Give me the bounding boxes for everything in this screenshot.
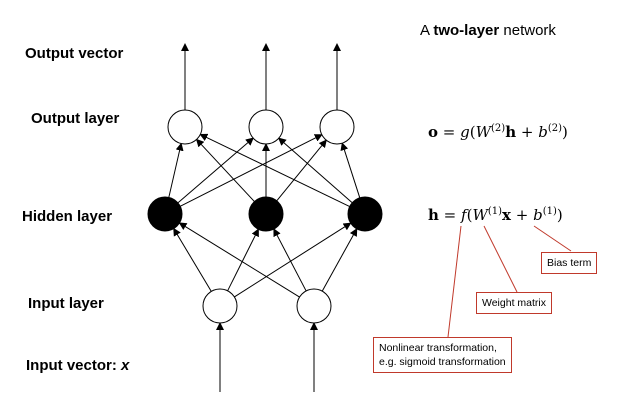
hidden-output-edge [177,137,254,204]
input-hidden-edge [321,227,358,292]
output-eq-var: h [505,123,517,141]
bias-term-callout: Bias term [541,252,598,274]
hidden-eq-weight: W [472,206,488,224]
title-prefix: A [420,22,434,39]
hidden-eq-open: ( [466,206,473,224]
hidden-eq-bias-sup: (1) [542,206,557,217]
output-eq-plus: + [516,123,539,141]
input-hidden-edge [227,228,259,292]
bias-leader-line [533,225,572,252]
hidden-layer-label: Hidden layer [22,208,113,225]
edge-group [168,43,361,392]
input-node [202,288,238,324]
input-vector-variable: x [121,357,130,374]
diagram-title: A two-layer network [420,22,556,39]
output-eq-bias: b [538,123,548,141]
output-eq-lhs: o [428,123,439,141]
output-vector-label: Output vector [25,45,124,62]
hidden-output-edge [179,134,323,207]
output-node [167,109,203,145]
hidden-output-edge [278,137,353,204]
input-hidden-edge [234,222,352,298]
input-vector-label: Input vector: x [26,357,129,374]
input-vector-label-text: Input vector: [26,357,122,374]
node-group [147,109,383,324]
hidden-output-edge [199,133,350,208]
hidden-output-edge [340,142,361,198]
output-eq-weight: W [475,123,492,141]
hidden-eq-weight-sup: (1) [487,206,503,217]
callout-leader-lines [447,225,572,338]
output-eq-func: g [460,123,470,141]
hidden-node [347,196,383,232]
hidden-node [147,196,183,232]
weight-matrix-callout: Weight matrix [476,292,552,314]
output-equation: o = g(W(2)h + b(2)) [428,123,568,141]
output-layer-label: Output layer [31,110,120,127]
nonlinear-callout-line-1: Nonlinear transformation, [379,342,497,354]
output-node [319,109,355,145]
output-eq-open: ( [469,123,476,141]
hidden-eq-func: f [461,206,467,224]
hidden-output-edge [276,139,327,202]
hidden-node [248,196,284,232]
hidden-output-edge [168,142,184,198]
hidden-output-edge [195,138,255,202]
hidden-eq-close: ) [556,206,563,224]
output-eq-equals: = [438,123,461,141]
hidden-eq-lhs: h [428,206,439,224]
output-eq-weight-sup: (2) [491,123,506,134]
hidden-eq-equals: = [438,206,462,224]
input-hidden-edge [173,227,212,292]
nonlinear-leader-line [447,225,462,338]
nonlinear-callout: Nonlinear transformation, e.g. sigmoid t… [373,337,512,373]
output-eq-bias-sup: (2) [547,123,562,134]
output-node [248,109,284,145]
hidden-eq-var: x [502,206,511,224]
hidden-equation: h = f(W(1)x + b(1)) [428,206,563,224]
weight-leader-line [483,225,518,293]
title-bold: two-layer [433,22,500,39]
hidden-eq-bias: b [533,206,543,224]
title-suffix: network [499,22,556,39]
input-layer-label: Input layer [28,295,104,312]
hidden-eq-plus: + [510,206,534,224]
input-hidden-edge [178,222,300,298]
input-hidden-edge [273,228,307,292]
input-node [296,288,332,324]
nonlinear-callout-line-2: e.g. sigmoid transformation [379,356,506,368]
output-eq-close: ) [561,123,568,141]
